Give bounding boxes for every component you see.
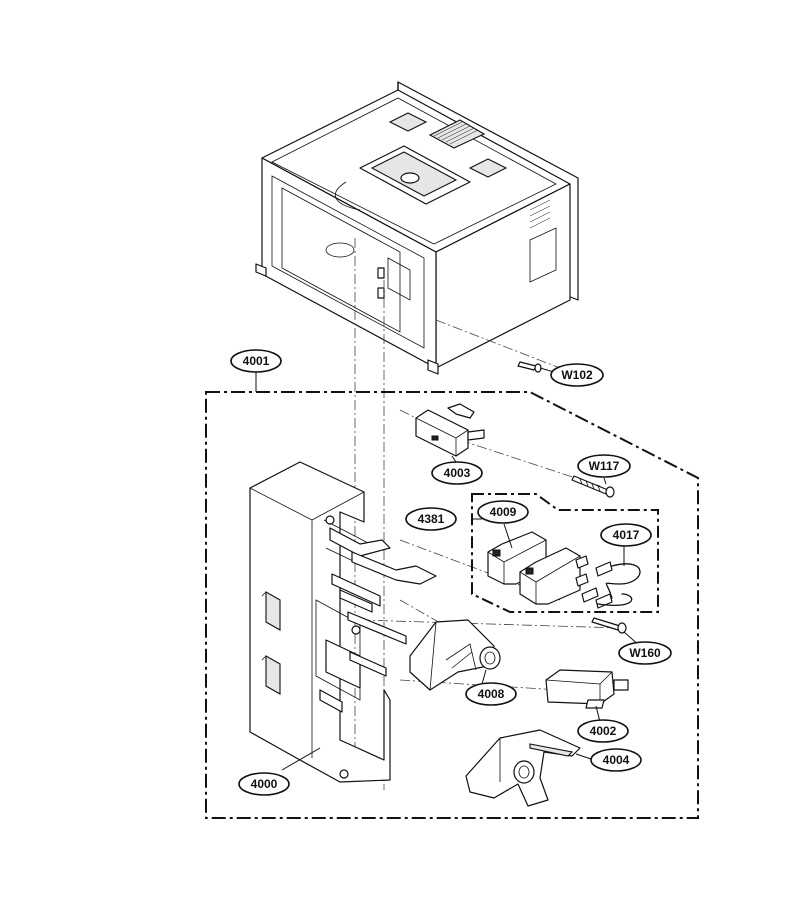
callout-label: W102 — [561, 368, 593, 382]
callout-label: 4381 — [418, 512, 445, 526]
callout-label: 4003 — [444, 466, 471, 480]
callout-w117: W117 — [577, 454, 631, 478]
leader-lines — [255, 367, 641, 771]
callout-label: 4004 — [603, 753, 630, 767]
callout-4000: 4000 — [238, 772, 290, 796]
callout-label: 4001 — [243, 354, 270, 368]
callout-w102: W102 — [550, 363, 604, 387]
callout-label: 4017 — [613, 528, 640, 542]
screw-w117 — [571, 475, 615, 498]
callout-4003: 4003 — [431, 461, 483, 485]
callout-4001: 4001 — [230, 349, 282, 373]
part-4000-latch-bracket — [249, 461, 437, 783]
part-4002-switch — [545, 669, 629, 709]
callout-label: 4002 — [590, 724, 617, 738]
callout-label: 4008 — [478, 687, 505, 701]
callout-4008: 4008 — [465, 682, 517, 706]
assembly-4381-border — [471, 493, 659, 613]
callout-label: W160 — [629, 646, 661, 660]
callout-4004: 4004 — [590, 748, 642, 772]
callout-4017: 4017 — [600, 523, 652, 547]
callout-label: 4000 — [251, 777, 278, 791]
part-4017-wire-harness — [581, 561, 641, 609]
screw-w160 — [591, 617, 627, 634]
assembly-4001-border — [205, 391, 699, 819]
part-4003-switch — [415, 403, 485, 457]
callout-label: W117 — [589, 459, 620, 473]
callout-4381: 4381 — [405, 507, 457, 531]
microwave-cavity-chassis — [255, 81, 579, 375]
callout-4009: 4009 — [477, 500, 529, 524]
part-4004-latch-lever — [465, 729, 581, 807]
screw-w102 — [517, 361, 542, 373]
callout-label: 4009 — [490, 505, 517, 519]
part-4008-lever — [409, 619, 501, 691]
part-4009-switches — [487, 531, 589, 605]
callout-w160: W160 — [618, 641, 672, 665]
callout-4002: 4002 — [577, 719, 629, 743]
